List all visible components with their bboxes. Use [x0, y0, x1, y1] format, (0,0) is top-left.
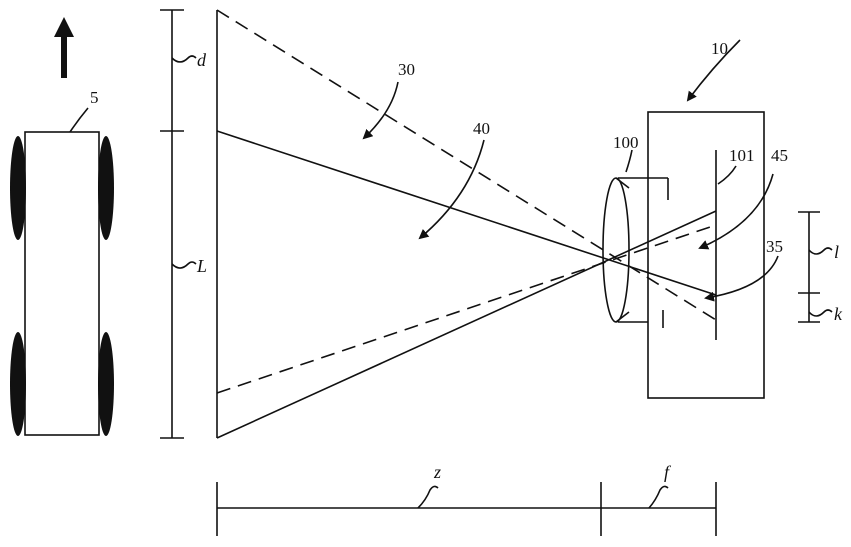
wheel-icon	[10, 332, 26, 436]
vehicle-label: 5	[90, 88, 99, 107]
dashed-field-of-view	[216, 9, 717, 394]
sensor-leader	[717, 165, 737, 185]
lens-leader	[625, 149, 633, 173]
dashed-image-label: 35	[766, 237, 783, 256]
dimension-f-label: f	[664, 462, 672, 482]
image-sensor: 101	[715, 146, 755, 340]
dimension-d-L: d L	[160, 9, 207, 439]
vehicle-body	[24, 131, 100, 436]
callout-35: 35	[704, 237, 783, 302]
vehicle: 5	[10, 88, 114, 436]
dimension-L-label: L	[196, 256, 207, 276]
callout-40: 40	[418, 119, 490, 240]
wheel-icon	[98, 136, 114, 240]
lens-label: 100	[613, 133, 639, 152]
solid-field-of-view	[216, 130, 717, 439]
arrow-up-icon	[54, 17, 74, 78]
dimension-z-f: z f	[216, 462, 717, 536]
dimension-l-k: l k	[798, 211, 843, 324]
vehicle-leader	[69, 107, 89, 133]
wheel-icon	[98, 332, 114, 436]
dimension-d-label: d	[197, 50, 207, 70]
dimension-l-label: l	[834, 242, 839, 262]
camera-body	[647, 111, 765, 399]
camera-leader	[686, 39, 741, 102]
callout-30: 30	[362, 60, 415, 140]
lens-element	[602, 177, 630, 323]
callout-45: 45	[698, 146, 788, 250]
dimension-k-label: k	[834, 304, 843, 324]
wheel-icon	[10, 136, 26, 240]
solid-field-label: 40	[473, 119, 490, 138]
camera-label: 10	[711, 39, 728, 58]
sensor-label: 101	[729, 146, 755, 165]
dimension-z-label: z	[433, 462, 441, 482]
dashed-field-label: 30	[398, 60, 415, 79]
lens: 100	[602, 133, 669, 328]
camera: 10	[647, 39, 765, 399]
solid-image-label: 45	[771, 146, 788, 165]
